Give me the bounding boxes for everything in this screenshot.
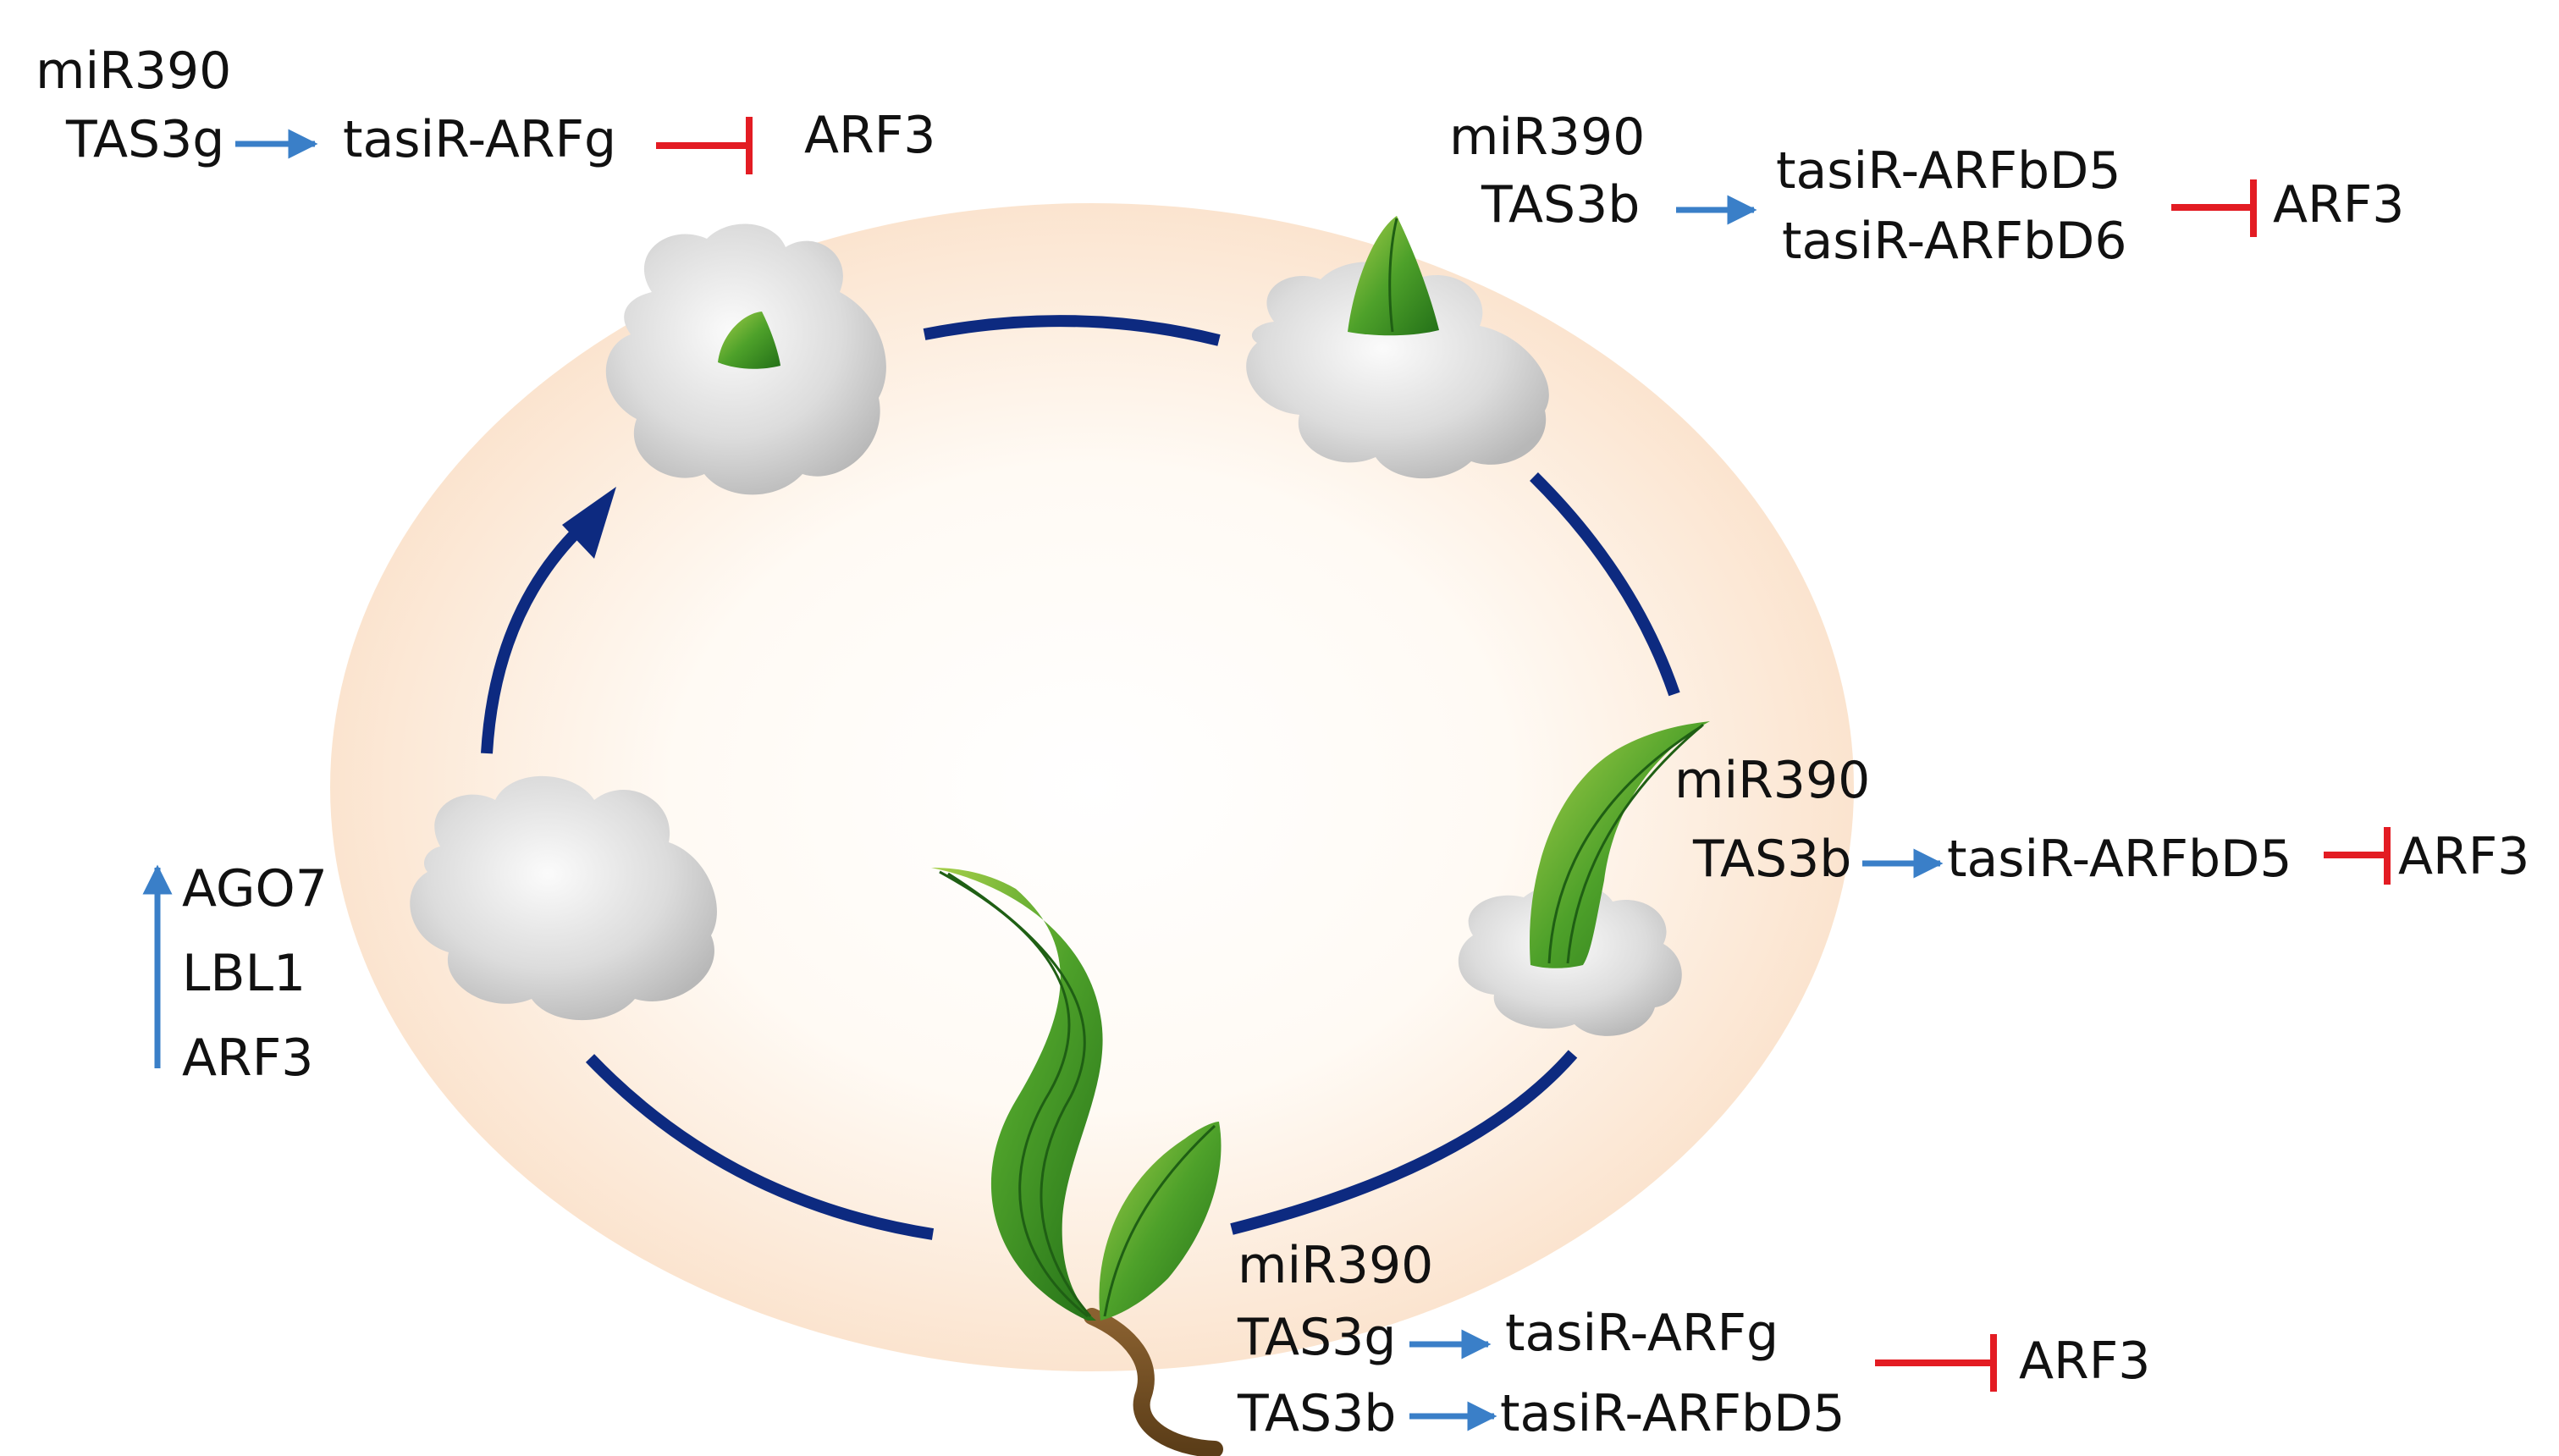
upregulated-genes: AGO7 LBL1 ARF3 xyxy=(142,859,328,1088)
inhibition-bar xyxy=(1875,1334,1997,1392)
callus-stage-3 xyxy=(1458,721,1710,1036)
stage-4-tasir-1: tasiR-ARFg xyxy=(1505,1304,1779,1363)
stage-4-pathway: miR390 TAS3g tasiR-ARFg TAS3b tasiR-ARFb… xyxy=(1237,1236,2150,1443)
cycle-arc-top xyxy=(923,315,1221,346)
small-leaf-icon xyxy=(1099,1122,1222,1321)
seedling-icon xyxy=(931,868,1223,1456)
callus-stage-0 xyxy=(410,775,717,1021)
inhibition-bar xyxy=(2324,827,2391,885)
shoot-bud-icon xyxy=(1348,216,1439,336)
stage-2-tasir-1: tasiR-ARFbD5 xyxy=(1776,141,2121,201)
stage-3-tas: TAS3b xyxy=(1692,830,1851,889)
stage-2-tasir-2: tasiR-ARFbD6 xyxy=(1782,212,2127,271)
cycle-arrowhead xyxy=(562,487,616,559)
gene-label: AGO7 xyxy=(182,859,328,918)
inhibition-bar xyxy=(656,117,753,174)
stage-2-pathway: miR390 TAS3b tasiR-ARFbD5 tasiR-ARFbD6 A… xyxy=(1449,108,2404,271)
cycle-arc-left xyxy=(481,520,588,754)
bud-icon xyxy=(718,312,780,369)
stage-2-mirna: miR390 xyxy=(1449,108,1645,167)
cycle-arc-right-lower xyxy=(1230,1050,1578,1235)
stage-3-tasir: tasiR-ARFbD5 xyxy=(1947,830,2292,889)
inhibition-bar xyxy=(2171,179,2257,237)
stage-2-target: ARF3 xyxy=(2273,175,2404,234)
stage-1-mirna: miR390 xyxy=(36,41,231,101)
stage-2-tas: TAS3b xyxy=(1481,175,1640,234)
tall-leaf-icon xyxy=(931,868,1103,1321)
stage-4-tas-1: TAS3g xyxy=(1237,1308,1396,1367)
stage-1-pathway: miR390 TAS3g tasiR-ARFg ARF3 xyxy=(36,41,935,174)
stage-3-mirna: miR390 xyxy=(1674,751,1870,810)
stage-4-tas-2: TAS3b xyxy=(1237,1384,1396,1443)
cycle-arrows xyxy=(481,315,1680,1240)
callus-stage-1 xyxy=(605,223,886,495)
stage-4-tasir-2: tasiR-ARFbD5 xyxy=(1500,1384,1845,1443)
stage-4-mirna: miR390 xyxy=(1238,1236,1433,1295)
leaf-icon xyxy=(1529,721,1710,968)
stage-3-pathway: miR390 TAS3b tasiR-ARFbD5 ARF3 xyxy=(1674,751,2529,889)
stage-1-target: ARF3 xyxy=(804,106,935,165)
stage-1-tasir: tasiR-ARFg xyxy=(343,110,616,169)
gene-label: ARF3 xyxy=(182,1029,313,1088)
gene-label: LBL1 xyxy=(182,944,306,1003)
callus-stage-2 xyxy=(1246,216,1549,479)
cycle-arc-right-upper xyxy=(1530,472,1680,697)
cycle-arc-bottom-left xyxy=(585,1054,935,1240)
stage-1-tas: TAS3g xyxy=(65,110,224,169)
stage-4-target: ARF3 xyxy=(2019,1332,2150,1391)
stage-3-target: ARF3 xyxy=(2398,827,2529,886)
background-glow xyxy=(330,203,1854,1371)
